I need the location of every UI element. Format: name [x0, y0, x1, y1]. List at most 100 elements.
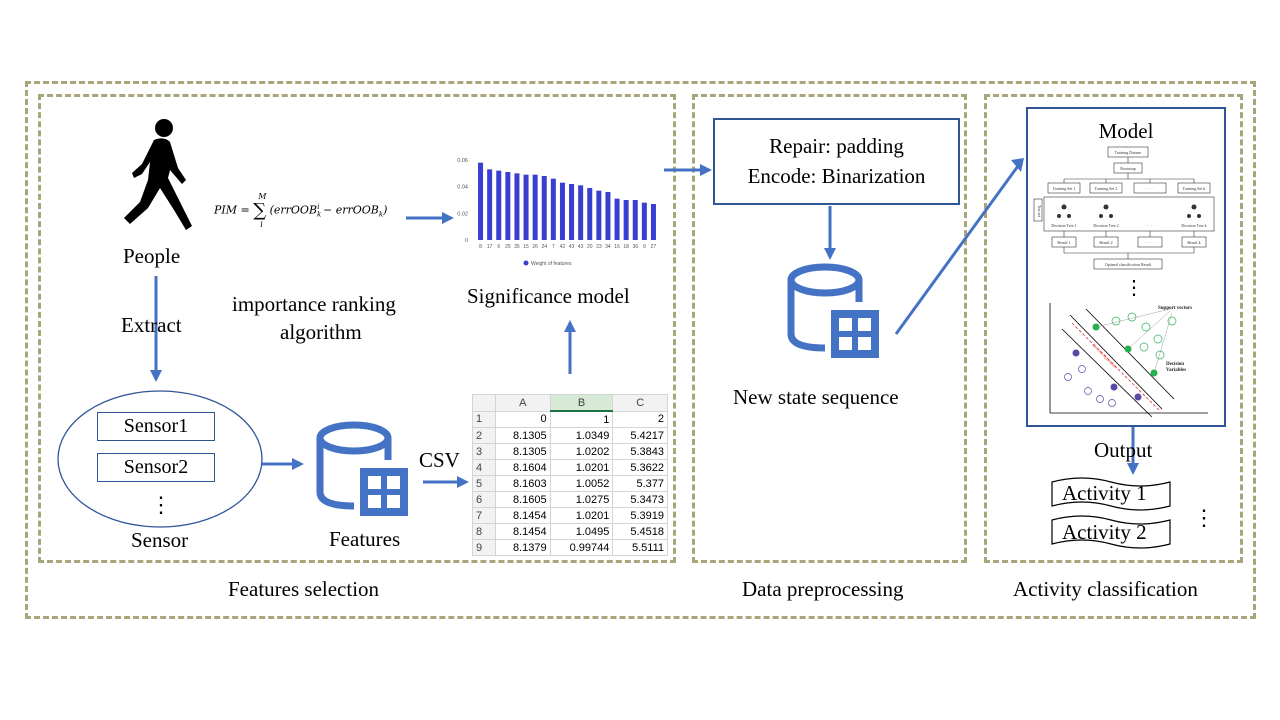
chart-bar [587, 188, 593, 240]
rf-side-text: Test set [1037, 205, 1042, 218]
chart-bar [578, 185, 584, 240]
walking-person-icon [124, 119, 192, 230]
chart-xtick-label: 36 [632, 244, 638, 250]
sensor-ellipsis: ⋮ [150, 492, 172, 517]
chart-bar [523, 174, 529, 240]
pim-sup: i [317, 202, 320, 211]
rf-result-text: Result 1 [1057, 240, 1070, 245]
chart-xtick-label: 35 [514, 244, 520, 250]
activity-1-label: Activity 1 [1062, 481, 1147, 505]
pim-body: (errOOB [269, 203, 318, 217]
pim-lhs: PIM [214, 203, 238, 217]
spreadsheet-cell: 5.377 [612, 475, 668, 492]
spreadsheet-row-number: 7 [472, 507, 496, 524]
chart-xtick-label: 18 [623, 244, 629, 250]
csv-label: CSV [419, 448, 460, 472]
rf-result-text: Result 2 [1099, 240, 1112, 245]
rf-tree-text: · · · · [1146, 223, 1154, 228]
features-selection-caption: Features selection [228, 577, 380, 601]
chart-legend-marker [523, 260, 529, 266]
svm-support-text: Support vectors [1158, 306, 1192, 311]
activity-classification-caption: Activity classification [1013, 577, 1198, 601]
chart-legend-label: Weight of features [531, 261, 572, 267]
spreadsheet-cell: 1.0201 [549, 507, 614, 524]
spreadsheet-cell: 1.0349 [549, 427, 614, 444]
chart-bar [650, 204, 656, 240]
pim-close: ) [383, 203, 388, 217]
spreadsheet-row-number: 3 [472, 443, 496, 460]
svm-hyperplane-text: Decision Hyperplane [1091, 342, 1119, 370]
spreadsheet-cell: 8.1605 [495, 491, 551, 508]
pim-sum-upper: M [258, 192, 267, 201]
spreadsheet-cell: 5.3473 [612, 491, 668, 508]
chart-ytick-label: 0.02 [457, 211, 468, 217]
rf-tree-text: Decision Tree 1 [1051, 223, 1076, 228]
chart-bar [641, 202, 647, 240]
spreadsheet-cell: 0.99744 [549, 539, 614, 556]
spreadsheet-cell: 1.0275 [549, 491, 614, 508]
spreadsheet-cell: 8.1604 [495, 459, 551, 476]
preprocess-box: Repair: padding Encode: Binarization [713, 118, 960, 205]
spreadsheet-cell: 8.1305 [495, 443, 551, 460]
new-state-database-icon [787, 263, 879, 358]
chart-bar [532, 174, 538, 240]
spreadsheet-row-number: 6 [472, 491, 496, 508]
chart-bar [550, 178, 556, 240]
chart-xtick-label: 42 [560, 244, 566, 250]
spreadsheet-cell: 5.3843 [612, 443, 668, 460]
sensor-ellipse [57, 390, 263, 528]
chart-xtick-label: 43 [569, 244, 575, 250]
db-to-model-arrow [894, 158, 1024, 335]
chart-xtick-label: 8 [479, 244, 482, 250]
activity-ellipsis: ⋮ [1193, 505, 1215, 530]
features-to-csv-arrow [423, 476, 469, 488]
output-label: Output [1094, 438, 1153, 462]
chart-bar [478, 162, 484, 240]
chart-bar [541, 176, 547, 240]
chart-xtick-label: 17 [487, 244, 493, 250]
spreadsheet-cell: 5.4518 [612, 523, 668, 540]
rf-set-text: Training Set 2 [1095, 186, 1118, 191]
chart-xtick-label: 25 [505, 244, 511, 250]
spreadsheet-cell: 1.0495 [549, 523, 614, 540]
importance-ranking-line1: importance ranking [232, 292, 396, 316]
spreadsheet-cell: 5.3622 [612, 459, 668, 476]
rf-final-text: Optimal classification Result [1105, 262, 1152, 267]
preprocess-line2: Encode: Binarization [747, 164, 926, 188]
rf-tree-text: Decision Tree k [1181, 223, 1206, 228]
chart-ytick-label: 0.04 [457, 185, 468, 191]
model-ellipsis: ⋮ [1124, 277, 1144, 299]
spreadsheet-cell: 1.0202 [549, 443, 614, 460]
chart-xtick-label: 9 [643, 244, 646, 250]
rf-mid-text: Bootstrap [1120, 166, 1136, 171]
features-to-preprocess-arrow [664, 164, 712, 176]
chart-xtick-label: 34 [605, 244, 611, 250]
chart-bar [514, 173, 520, 240]
spreadsheet-row-number: 4 [472, 459, 496, 476]
new-state-sequence-label: New state sequence [733, 385, 899, 409]
spreadsheet-cell: 2 [612, 410, 668, 428]
preprocess-line1: Repair: padding [769, 134, 904, 158]
model-box: Model Tr [1026, 107, 1226, 427]
sensor2-box: Sensor2 [97, 453, 215, 482]
pim-sub: k [317, 210, 322, 219]
spreadsheet-column-header: A [495, 394, 551, 412]
chart-xtick-label: 26 [532, 244, 538, 250]
spreadsheet-cell: 1.0052 [549, 475, 614, 492]
spreadsheet-cell: 8.1603 [495, 475, 551, 492]
activity-2-label: Activity 2 [1062, 520, 1147, 544]
rf-set-text: · · · · [1146, 186, 1154, 191]
activity-2-shape [1051, 515, 1171, 549]
preprocess-to-db-arrow [824, 206, 836, 260]
chart-bar [569, 184, 575, 240]
extract-label: Extract [121, 313, 182, 337]
spreadsheet-row-number: 8 [472, 523, 496, 540]
outer-frame [25, 81, 1256, 619]
